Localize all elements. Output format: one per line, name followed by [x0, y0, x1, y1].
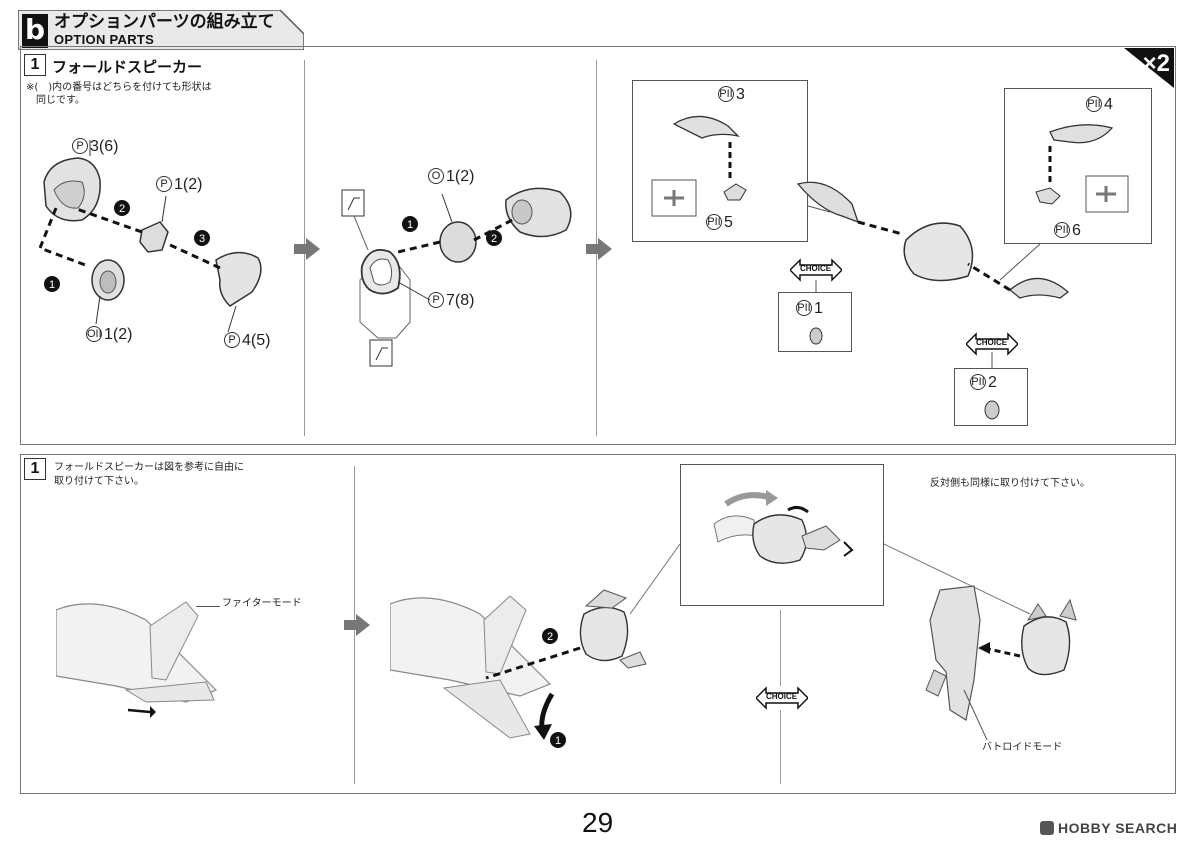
top-step-number: 1: [24, 54, 46, 76]
fighter-attach-diagram: 2 1: [390, 589, 647, 748]
svg-text:2: 2: [547, 631, 553, 643]
quantity-badge: [1124, 48, 1174, 88]
bottom-instruction-line1: フォールドスピーカーは図を参考に自由に: [54, 462, 244, 473]
choice-badge: CHOICE: [756, 686, 808, 710]
lens-part-o1: [439, 221, 477, 263]
svg-text:3: 3: [199, 233, 205, 245]
svg-text:1: 1: [407, 219, 413, 231]
watermark-logo-icon: [1040, 821, 1054, 835]
choice-box-pii1: [778, 292, 852, 352]
rotation-detail-box: [680, 464, 884, 606]
speaker-assembled: [903, 222, 974, 282]
opposite-side-note: 反対側も同様に取り付けて下さい。: [930, 478, 1090, 489]
section-title-jp: オプションパーツの組み立て: [54, 12, 275, 32]
top-step-title: フォールドスピーカー: [52, 58, 203, 76]
svg-text:2: 2: [491, 233, 497, 245]
wing-detail-box-left: [632, 80, 808, 242]
fighter-mode-label: ファイターモード: [222, 598, 302, 609]
fighter-mode-diagram: [56, 601, 218, 718]
choice-box-pii2: [954, 368, 1028, 426]
flow-arrow-icon: [294, 238, 320, 260]
wing-detail-box-right: [1004, 88, 1152, 244]
wing-part-pii4: [1049, 124, 1114, 144]
bottom-instruction-line2: 取り付けて下さい。: [54, 476, 144, 487]
section-title-en: OPTION PARTS: [54, 32, 155, 47]
speaker-exploded-diagram: 2 3 1: [38, 140, 262, 333]
top-note-line2: 同じです。: [36, 95, 85, 106]
cover-part-p4: [215, 251, 262, 307]
speaker-ring-diagram: 1 2: [341, 187, 572, 367]
quantity-label: ×2: [1142, 50, 1170, 77]
fighter-mode-leader: [196, 606, 220, 607]
callout-lines: [629, 543, 1031, 615]
svg-text:2: 2: [119, 203, 125, 215]
watermark: HOBBY SEARCH: [1040, 820, 1177, 836]
rotation-detail-diagram: [713, 490, 854, 564]
flow-arrow-icon: [344, 614, 370, 636]
battroid-mode-diagram: [925, 585, 1077, 740]
wing-part-pii3: [672, 115, 740, 139]
joint-part-p1: [139, 221, 169, 253]
top-panel: [20, 46, 1176, 445]
page-number: 29: [582, 807, 614, 838]
svg-text:1: 1: [555, 735, 561, 747]
wing-assembly-diagram: [651, 115, 1129, 420]
section-badge: b: [22, 14, 48, 48]
choice-badge: CHOICE: [790, 258, 842, 282]
svg-text:1: 1: [49, 279, 55, 291]
header-tab: [18, 10, 304, 50]
flow-arrow-icon: [586, 238, 612, 260]
bottom-step-number: 1: [24, 458, 46, 480]
battroid-mode-label: バトロイドモード: [982, 742, 1063, 753]
bottom-panel: [20, 454, 1176, 794]
top-note-line1: ※( )内の番号はどちらを付けても形状は: [26, 82, 212, 93]
choice-badge: CHOICE: [966, 332, 1018, 356]
